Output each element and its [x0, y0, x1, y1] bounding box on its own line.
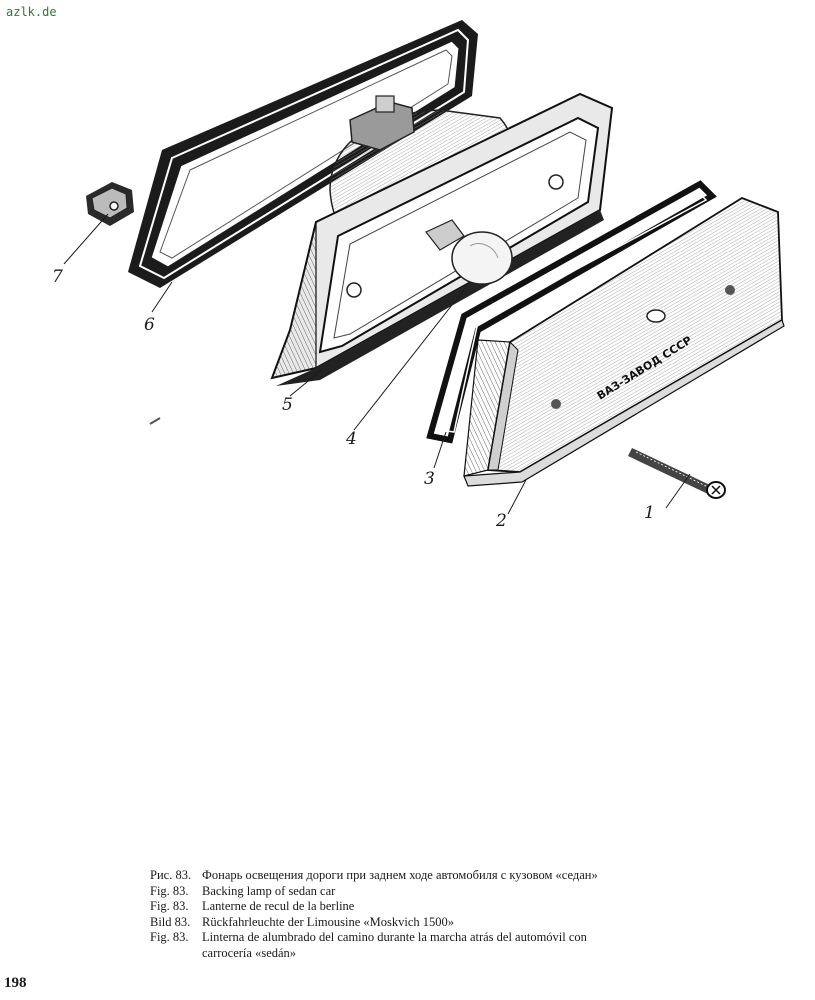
part-label-7: 7 [52, 267, 63, 287]
exploded-diagram: ВАЗ-ЗАВОД СССР 1 2 3 4 5 6 7 [52, 20, 785, 531]
screw [628, 448, 726, 499]
caption-prefix: Рис. 83. [150, 868, 192, 882]
caption-text: Lanterne de recul de la berline [202, 899, 355, 913]
clip-part [86, 182, 134, 226]
leader-lines [63, 213, 691, 515]
caption-spanish-continuation: carrocería «sedán» [202, 945, 297, 960]
caption-russian: Рис. 83. Фонарь освещения дороги при задн… [150, 868, 710, 884]
caption-english: Fig. 83. Backing lamp of sedan car [150, 884, 710, 900]
caption-text: Linterna de alumbrado del camino durante… [202, 930, 587, 944]
caption-text: Фонарь освещения дороги при заднем ходе … [202, 868, 598, 882]
part-label-4: 4 [345, 429, 357, 449]
caption-spanish: Fig. 83. Linterna de alumbrado del camino… [150, 930, 710, 946]
caption-prefix: Fig. 83. [150, 883, 189, 898]
part-label-5: 5 [282, 395, 293, 415]
lens-gasket [426, 180, 717, 444]
caption-prefix: Bild 83. [150, 914, 191, 929]
caption-french: Fig. 83. Lanterne de recul de la berline [150, 899, 710, 915]
lens: ВАЗ-ЗАВОД СССР [463, 196, 785, 487]
page-number: 198 [4, 975, 27, 991]
bulb [425, 219, 513, 285]
caption-text: Backing lamp of sedan car [202, 883, 336, 898]
part-label-3: 3 [424, 469, 435, 489]
part-label-6: 6 [144, 315, 155, 335]
figure-captions: Рис. 83. Фонарь освещения дороги при задн… [150, 868, 710, 961]
caption-prefix: Fig. 83. [150, 899, 189, 913]
part-label-2: 2 [495, 511, 507, 531]
caption-prefix: Fig. 83. [150, 930, 189, 944]
caption-text: Rückfahrleuchte der Limousine «Moskvich … [202, 914, 455, 929]
part-label-1: 1 [644, 503, 655, 523]
watermark: azlk.de [6, 5, 57, 19]
caption-german: Bild 83. Rückfahrleuchte der Limousine «M… [150, 915, 710, 931]
